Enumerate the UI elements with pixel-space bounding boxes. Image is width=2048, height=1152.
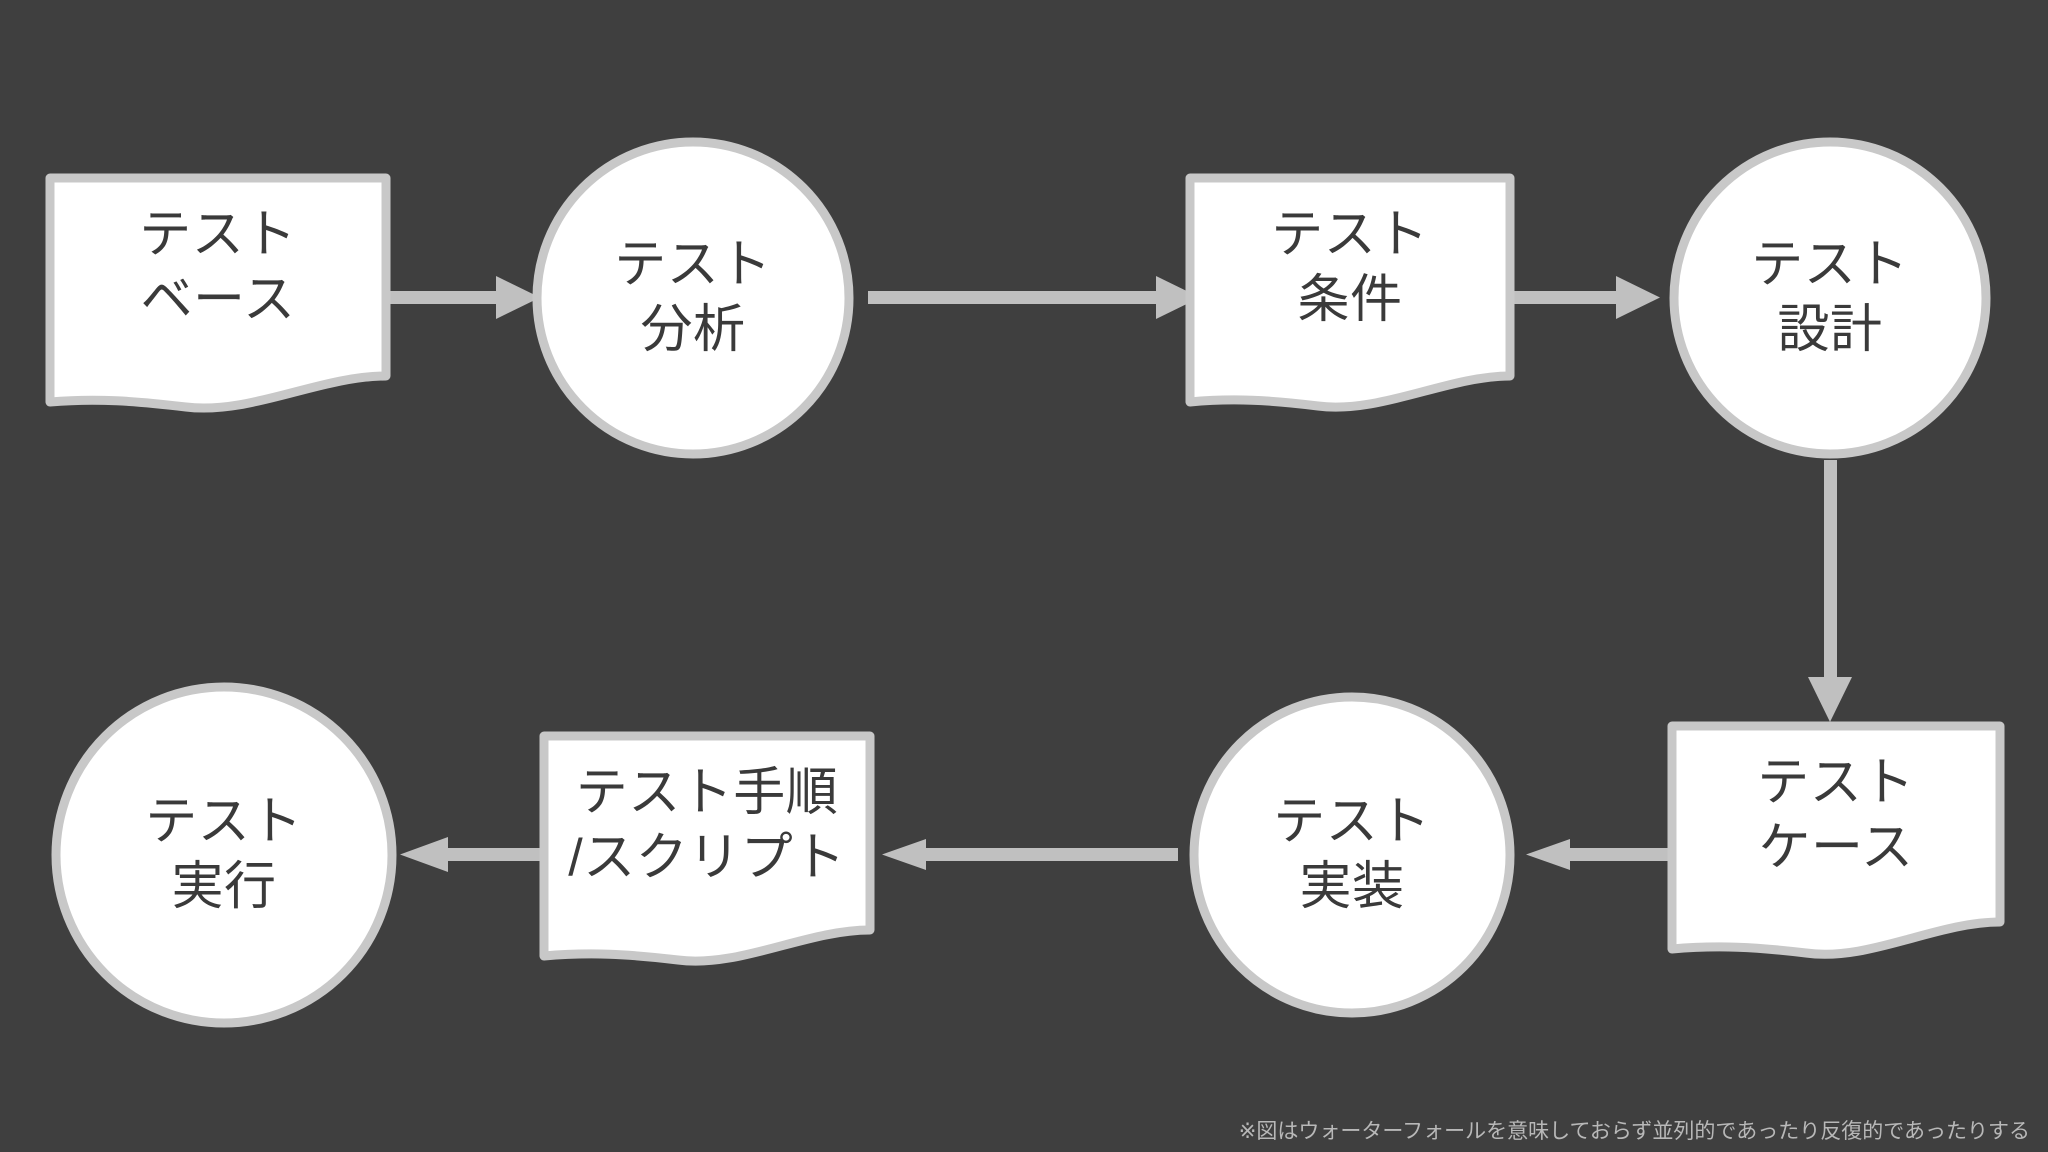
edge-test-analysis-to-test-condition [868,276,1200,319]
edge-test-design-to-test-case [1808,460,1852,722]
edge-test-base-to-test-analysis [386,276,540,319]
node-layer [45,137,2005,1028]
edge-test-case-to-test-implementation [1526,839,1676,870]
node-test-condition[interactable] [1185,173,1515,412]
edge-layer [386,276,1852,872]
node-test-procedure-script[interactable] [539,731,875,966]
node-test-base[interactable] [45,173,391,413]
edge-test-implementation-to-test-procedure [882,839,1178,870]
node-test-execution[interactable] [51,682,397,1028]
edge-test-condition-to-test-design [1510,276,1660,319]
edge-test-procedure-to-test-execution [400,837,552,872]
node-test-design[interactable] [1669,137,1991,459]
node-test-implementation[interactable] [1189,692,1515,1018]
node-test-analysis[interactable] [532,137,854,459]
node-test-case[interactable] [1667,721,2005,959]
footnote-text: ※図はウォーターフォールを意味しておらず並列的であったり反復的であったりする [1238,1120,2030,1143]
